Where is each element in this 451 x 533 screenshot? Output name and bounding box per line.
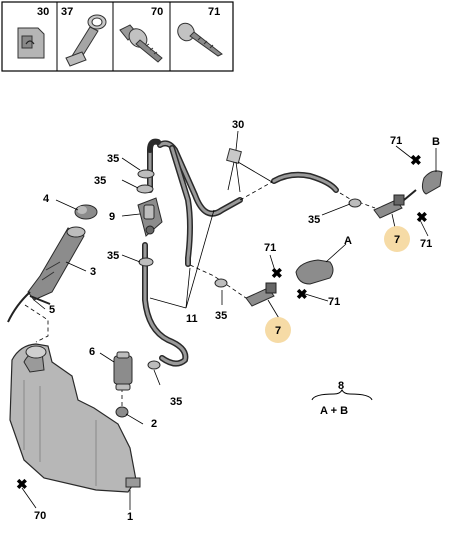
callout-71: 71 [390, 135, 402, 147]
filler-seal [7, 291, 51, 323]
hose-clip-35b [136, 184, 154, 194]
legend-table: 30 37 70 71 [1, 1, 234, 72]
legend-ref-30: 30 [37, 6, 49, 18]
callout-7: 7 [275, 325, 281, 337]
callout-B: B [432, 136, 440, 148]
callout-35: 35 [107, 153, 119, 165]
hose-clip-35a [137, 169, 155, 179]
callout-35: 35 [107, 250, 119, 262]
highlight-badge [384, 226, 410, 252]
svg-text:✖: ✖ [16, 476, 28, 492]
callout-71: 71 [264, 242, 276, 254]
connector-7-lower [245, 282, 277, 307]
hose-dash-line [239, 181, 273, 201]
callout-5: 5 [49, 304, 55, 316]
hose-dash-line [189, 264, 247, 299]
callout-6: 6 [89, 346, 95, 358]
screw-marker: ✖ [296, 286, 308, 302]
callout-70: 70 [34, 510, 46, 522]
callout-35: 35 [170, 396, 182, 408]
callout-71: 71 [328, 296, 340, 308]
callout-A: A [344, 235, 352, 247]
connector-7-upper [373, 189, 417, 219]
flange-screw-icon [119, 24, 163, 63]
filler-cap [74, 204, 98, 220]
hose-clip-35c [138, 257, 154, 267]
callout-9: 9 [109, 211, 115, 223]
callout-1: 1 [127, 511, 133, 523]
washer-pump [113, 351, 133, 391]
group-brace [311, 388, 373, 401]
hose-clamp-icon [65, 14, 107, 67]
screw-marker: ✖ [16, 476, 28, 492]
filler-dash-line [24, 304, 49, 343]
callout-30: 30 [232, 119, 244, 131]
hose-clip-35d [348, 198, 362, 208]
washer-jet-b [421, 170, 443, 195]
washer-reservoir [9, 343, 141, 493]
highlight-badge [265, 317, 291, 343]
callout-labels: 30 35 35 35 35 35 35 9 4 3 5 6 2 1 70 11… [34, 119, 440, 523]
leader-lines [21, 130, 437, 510]
hose-clip-35f [147, 360, 161, 370]
callout-8: 8 [338, 380, 344, 392]
callout-35: 35 [94, 175, 106, 187]
callout-8-sub: A + B [320, 405, 348, 417]
svg-text:✖: ✖ [271, 265, 283, 281]
legend-ref-70: 70 [151, 6, 163, 18]
hose-clip-35e [214, 278, 228, 288]
legend-ref-37: 37 [61, 6, 73, 18]
svg-text:✖: ✖ [410, 152, 422, 168]
callout-2: 2 [151, 418, 157, 430]
svg-text:✖: ✖ [416, 209, 428, 225]
screw-marker: ✖ [271, 265, 283, 281]
callout-4: 4 [43, 193, 50, 205]
pump-grommet [115, 406, 129, 418]
legend-ref-71: 71 [208, 6, 220, 18]
svg-text:✖: ✖ [296, 286, 308, 302]
clip-30 [226, 148, 242, 164]
callout-35: 35 [215, 310, 227, 322]
callout-71: 71 [420, 238, 432, 250]
filler-neck [27, 226, 86, 301]
screw-marker: ✖ [416, 209, 428, 225]
callout-7: 7 [394, 234, 400, 246]
hose-dash-line [339, 192, 376, 209]
callout-3: 3 [90, 266, 96, 278]
screw-marker: ✖ [410, 152, 422, 168]
hose-assembly [142, 138, 339, 367]
self-tapping-screw-icon [177, 22, 223, 57]
callout-11: 11 [186, 313, 198, 325]
clip-icon [17, 27, 45, 59]
check-valve [137, 197, 163, 237]
washer-jet-a [295, 259, 334, 285]
callout-35: 35 [308, 214, 320, 226]
